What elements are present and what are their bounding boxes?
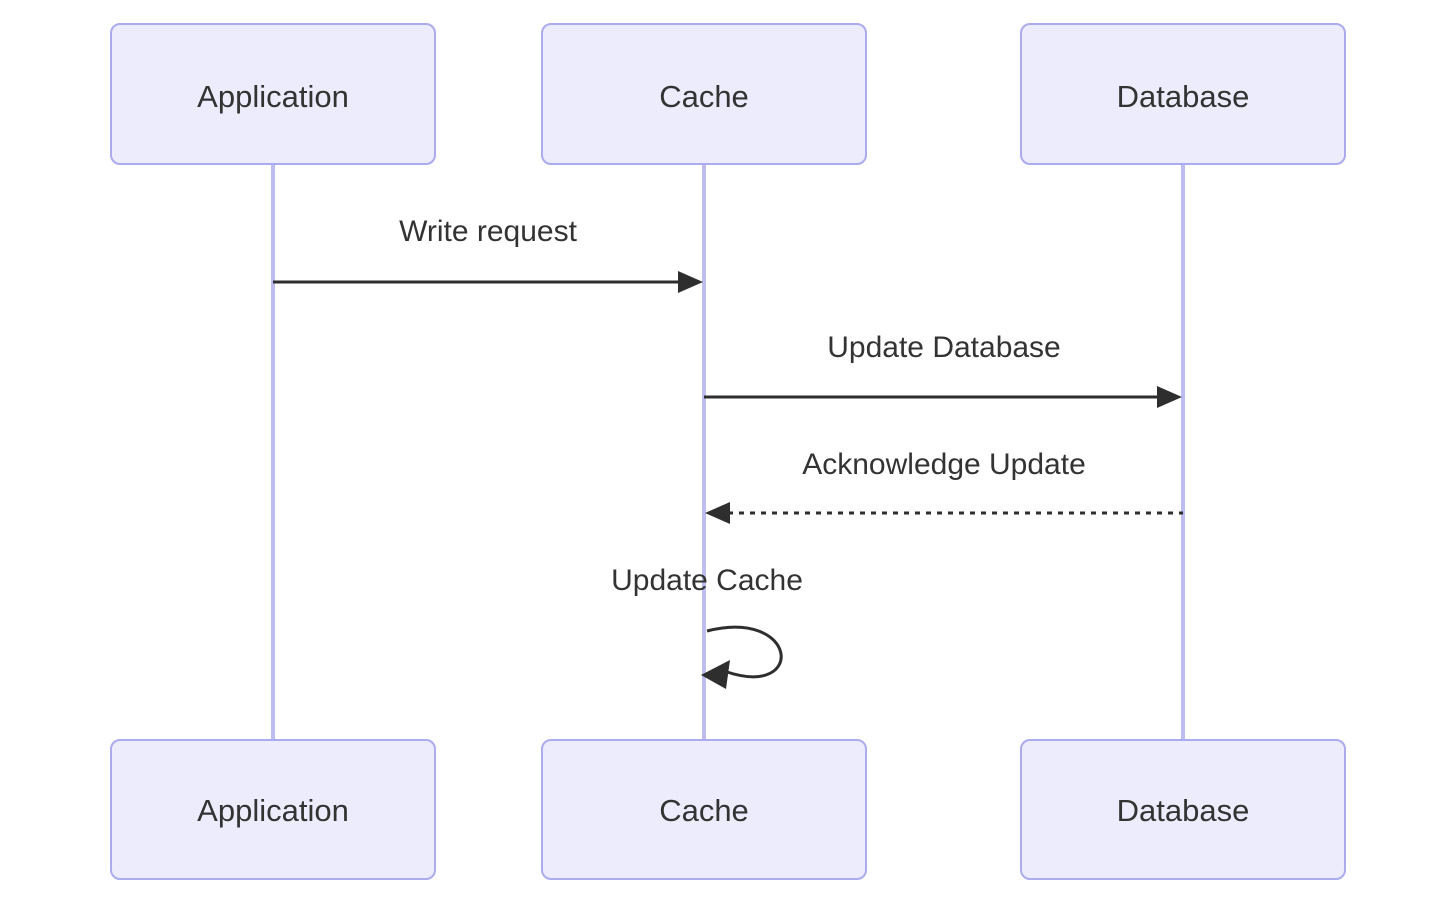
actor-bottom-database-label: Database xyxy=(1117,793,1250,828)
actor-top-database-box xyxy=(1020,23,1346,165)
actor-top-cache-label: Cache xyxy=(659,79,749,114)
actor-top-cache-box xyxy=(541,23,867,165)
message-update-cache: Update Cache xyxy=(611,564,803,689)
actor-top-cache: Cache xyxy=(541,23,867,165)
message-update-database-label: Update Database xyxy=(827,331,1061,364)
message-update-cache-arrowhead xyxy=(701,660,730,689)
actor-bottom-database: Database xyxy=(1020,739,1346,880)
actor-top-database: Database xyxy=(1020,23,1346,165)
message-write-request-label: Write request xyxy=(399,215,578,248)
message-update-database: Update Database xyxy=(704,331,1182,408)
actor-top-application-box xyxy=(110,23,436,165)
message-acknowledge-update-arrowhead xyxy=(705,502,730,524)
actor-bottom-application-label: Application xyxy=(197,793,349,828)
actor-top-application: Application xyxy=(110,23,436,165)
actor-bottom-cache-box xyxy=(541,739,867,880)
actor-bottom-cache: Cache xyxy=(541,739,867,880)
actor-bottom-application-box xyxy=(110,739,436,880)
message-write-request: Write request xyxy=(273,215,703,293)
message-acknowledge-update: Acknowledge Update xyxy=(705,448,1183,524)
actor-bottom-cache-label: Cache xyxy=(659,793,749,828)
message-update-cache-label: Update Cache xyxy=(611,564,803,597)
message-update-cache-loop xyxy=(706,625,783,679)
message-write-request-arrowhead xyxy=(678,271,703,293)
message-acknowledge-update-label: Acknowledge Update xyxy=(802,448,1086,481)
actor-top-application-label: Application xyxy=(197,79,349,114)
message-update-database-arrowhead xyxy=(1157,386,1182,408)
actor-bottom-database-box xyxy=(1020,739,1346,880)
actor-top-database-label: Database xyxy=(1117,79,1250,114)
actor-bottom-application: Application xyxy=(110,739,436,880)
